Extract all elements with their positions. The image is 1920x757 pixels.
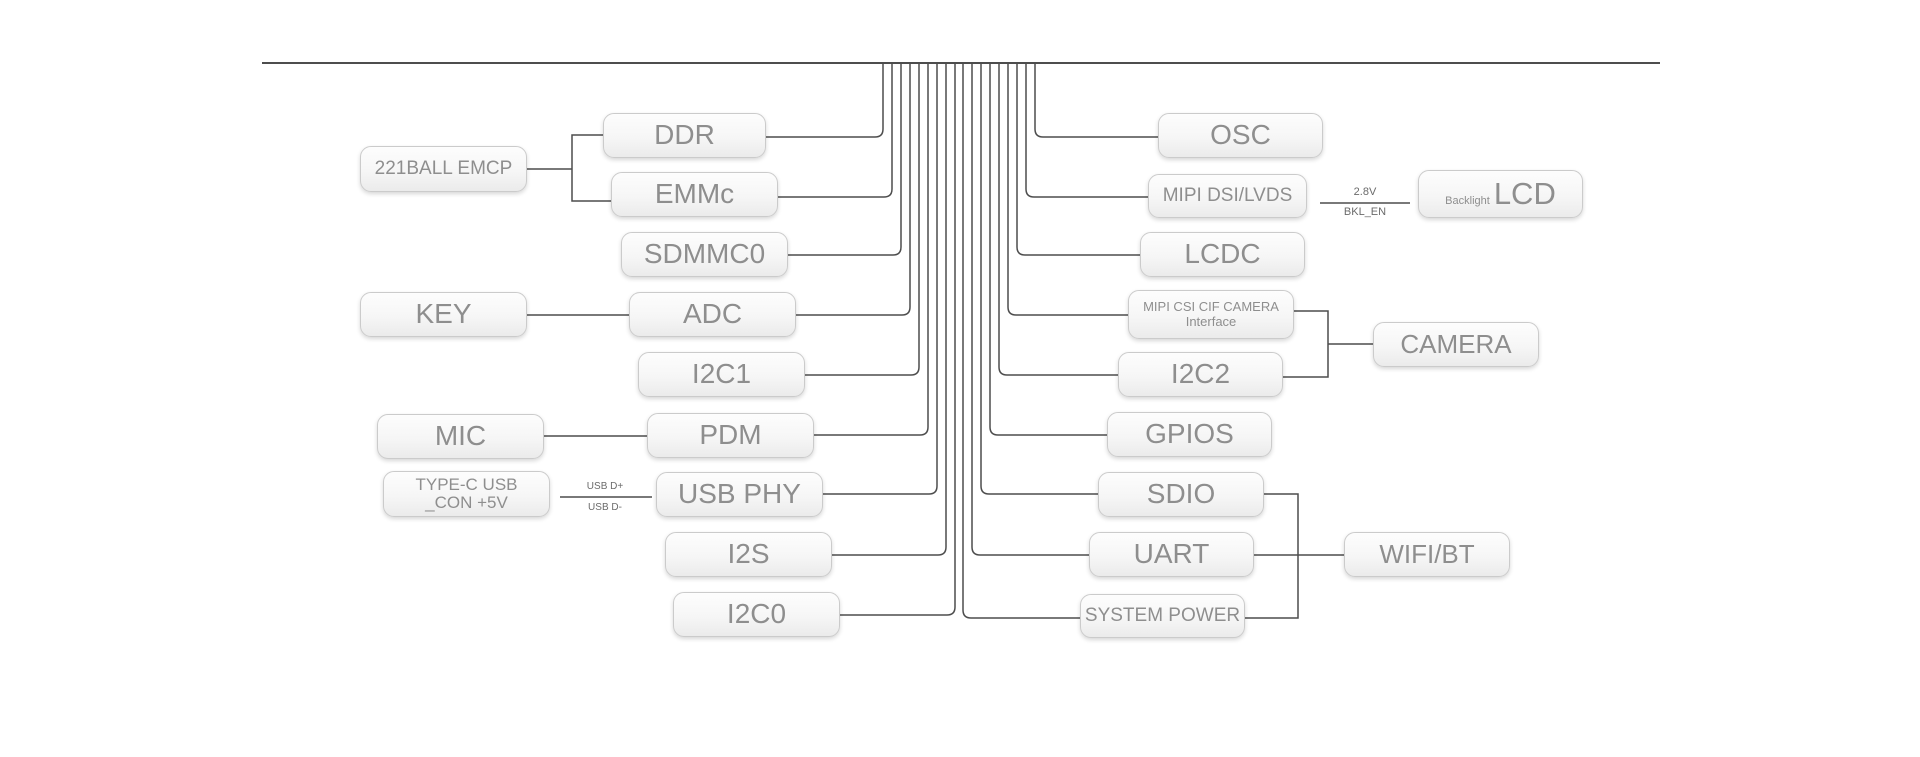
block-label: 221BALL EMCP (374, 157, 513, 179)
block-label: LCD (1493, 176, 1556, 212)
block-i2c2: I2C2 (1118, 352, 1283, 397)
wire-bus-emmc (778, 63, 893, 198)
wire-bus-i2c2 (998, 63, 1118, 376)
block-camera: CAMERA (1373, 322, 1539, 367)
block-label: I2S (727, 538, 770, 570)
block-label: KEY (415, 298, 472, 330)
wire-bus-ddr (765, 63, 884, 138)
block-221ball-emcp: 221BALL EMCP (360, 146, 527, 192)
block-label: GPIOS (1145, 418, 1234, 450)
block-label: I2C0 (726, 598, 787, 630)
block-i2c0: I2C0 (673, 592, 840, 637)
block-label: SDIO (1146, 478, 1216, 510)
block-i2s: I2S (665, 532, 832, 577)
block-system-power: SYSTEM POWER (1080, 594, 1245, 638)
block-pdm: PDM (647, 413, 814, 458)
block-lcdc: LCDC (1140, 232, 1305, 277)
block-label: CAMERA (1400, 329, 1512, 360)
block-label: MIC (434, 420, 487, 452)
block-label: SYSTEM POWER (1084, 604, 1241, 626)
wire-bus-lcdc (1016, 63, 1140, 256)
wire-label-usb-dminus: USB D- (588, 502, 622, 513)
wire-label-2v8: 2.8V (1353, 186, 1377, 198)
wire-bus-pdm (814, 63, 929, 436)
wire-bus-i2s (832, 63, 947, 556)
block-mipi-dsi-lvds: MIPI DSI/LVDS (1148, 174, 1307, 218)
wire-bus-sdmmc0 (788, 63, 902, 256)
block-sdio: SDIO (1098, 472, 1264, 517)
wire-wifibt-bracket (1245, 493, 1299, 619)
wire-bus-uart (971, 63, 1089, 556)
block-label: WIFI/BT (1379, 539, 1475, 570)
wire-emcp-bracket (571, 134, 611, 202)
block-label: MIPI DSI/LVDS (1162, 184, 1293, 206)
block-label: UART (1133, 538, 1210, 570)
wire-bus-mipicsi (1007, 63, 1128, 316)
block-mic: MIC (377, 414, 544, 459)
wire-bus-gpios (989, 63, 1107, 436)
block-label-line2: _CON +5V (425, 493, 508, 512)
wire-bus-sdio (980, 63, 1098, 495)
block-label: I2C1 (691, 358, 752, 390)
block-label: MIPI CSI CIF CAMERA (1143, 299, 1279, 315)
wire-bus-osc (1034, 63, 1158, 138)
block-label-line2: Interface (1185, 313, 1237, 329)
block-gpios: GPIOS (1107, 412, 1272, 457)
wire-label-usb-dplus: USB D+ (586, 481, 624, 492)
block-lcd: Backlight LCD (1418, 170, 1583, 218)
wire-label-bkl-en: BKL_EN (1343, 206, 1387, 218)
block-label: PDM (699, 419, 762, 451)
block-label: USB PHY (678, 478, 801, 510)
wire-bus-i2c0 (840, 63, 956, 616)
block-adc: ADC (629, 292, 796, 337)
backlight-label: Backlight (1445, 194, 1490, 207)
block-emmc: EMMc (611, 172, 778, 217)
block-typec-usb: TYPE-C USB _CON +5V (383, 471, 550, 517)
wire-bus-usbphy (823, 63, 938, 495)
block-i2c1: I2C1 (638, 352, 805, 397)
block-label: OSC (1210, 119, 1271, 151)
block-label: TYPE-C USB (415, 474, 518, 494)
block-usb-phy: USB PHY (656, 472, 823, 517)
wire-bus-i2c1 (805, 63, 920, 376)
wire-bus-mipidsi (1025, 63, 1148, 198)
block-uart: UART (1089, 532, 1254, 577)
block-label: LCDC (1184, 238, 1261, 270)
block-label: SDMMC0 (643, 238, 766, 270)
block-label: EMMc (654, 178, 735, 210)
block-sdmmc0: SDMMC0 (621, 232, 788, 277)
wire-bus-syspower (962, 63, 1080, 619)
block-label: ADC (682, 298, 743, 330)
block-label: I2C2 (1170, 358, 1231, 390)
block-mipi-csi-cif-camera-interface: MIPI CSI CIF CAMERA Interface (1128, 290, 1294, 339)
block-label: DDR (654, 119, 715, 151)
block-ddr: DDR (603, 113, 766, 158)
block-key: KEY (360, 292, 527, 337)
wire-bus-adc (796, 63, 911, 316)
block-wifi-bt: WIFI/BT (1344, 532, 1510, 577)
block-osc: OSC (1158, 113, 1323, 158)
